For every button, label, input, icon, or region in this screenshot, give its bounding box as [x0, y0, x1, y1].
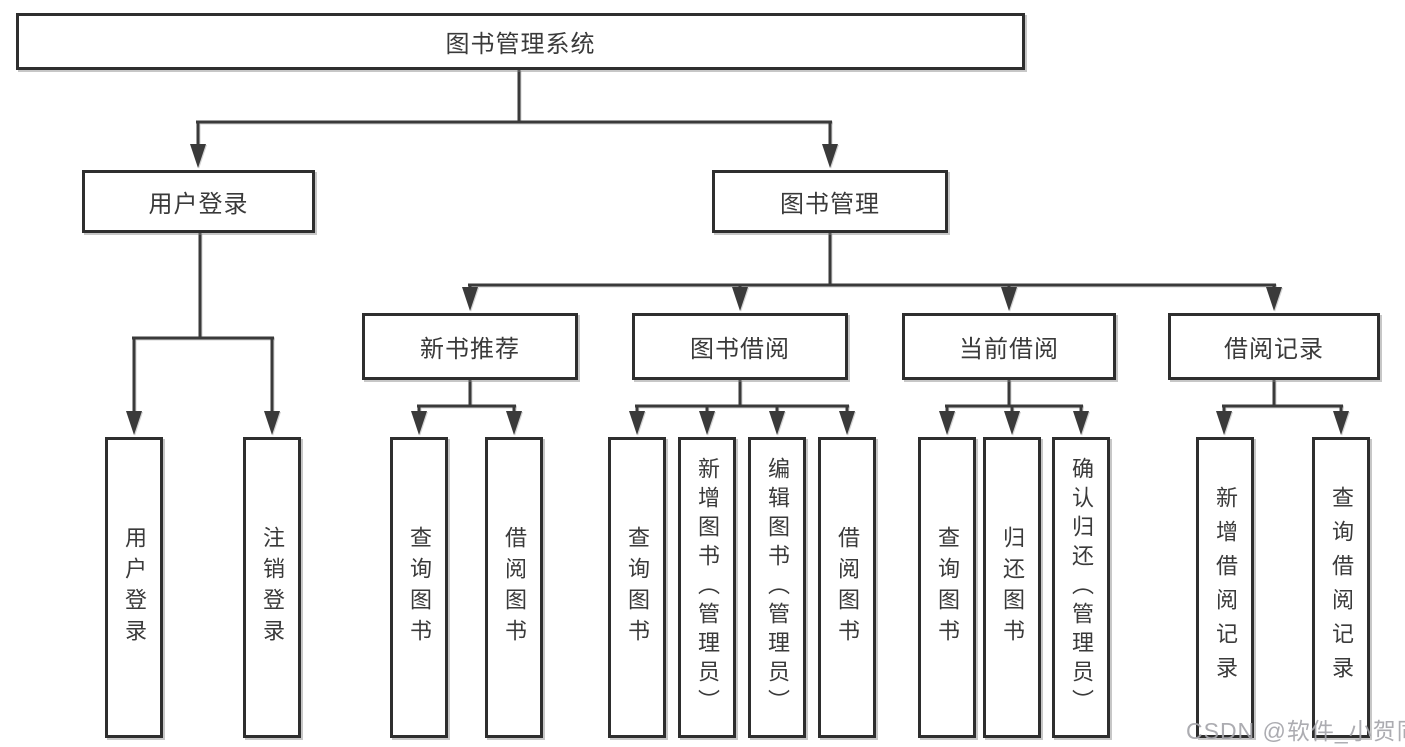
- node-label: 查询图书: [625, 525, 650, 650]
- node-book-management: 图书管理: [712, 170, 948, 233]
- node-user-login: 用户登录: [82, 170, 315, 233]
- connector-book-management-level3: [462, 233, 1282, 311]
- node-new-book-recommend: 新书推荐: [362, 313, 578, 380]
- node-label: 查询图书: [935, 525, 960, 650]
- node-query-book-2: 查询图书: [608, 437, 666, 738]
- node-label: 借阅图书: [835, 525, 860, 650]
- node-label: 新增借阅记录: [1213, 485, 1238, 690]
- node-label: 编辑图书（管理员）: [765, 457, 790, 718]
- node-query-book-1: 查询图书: [390, 437, 448, 738]
- node-label: 确认归还（管理员）: [1069, 457, 1094, 718]
- node-label: 注销登录: [260, 525, 285, 650]
- node-logout: 注销登录: [243, 437, 301, 738]
- node-current-borrow: 当前借阅: [902, 313, 1116, 380]
- connector-book-borrow-children: [629, 380, 855, 435]
- node-label: 查询图书: [407, 525, 432, 650]
- watermark: CSDN @软件_小贺同学: [1186, 718, 1405, 744]
- node-borrow-book-1: 借阅图书: [485, 437, 543, 738]
- node-label: 新增图书（管理员）: [695, 457, 720, 718]
- node-edit-book-admin: 编辑图书（管理员）: [748, 437, 806, 738]
- node-confirm-return-admin: 确认归还（管理员）: [1052, 437, 1110, 738]
- node-add-book-admin: 新增图书（管理员）: [678, 437, 736, 738]
- node-book-borrow: 图书借阅: [632, 313, 848, 380]
- node-add-borrow-record: 新增借阅记录: [1196, 437, 1254, 738]
- node-label: 借阅图书: [502, 525, 527, 650]
- node-label: 查询借阅记录: [1329, 485, 1354, 690]
- node-user-login-action: 用户登录: [105, 437, 163, 738]
- connector-borrow-records-children: [1216, 380, 1349, 435]
- node-root: 图书管理系统: [16, 13, 1025, 70]
- connector-current-borrow-children: [939, 380, 1089, 435]
- node-label: 归还图书: [1000, 525, 1025, 650]
- connector-root-to-level2: [190, 70, 838, 168]
- node-query-book-3: 查询图书: [918, 437, 976, 738]
- node-label: 用户登录: [122, 525, 147, 650]
- node-borrow-records: 借阅记录: [1168, 313, 1380, 380]
- connector-user-login-children: [126, 233, 280, 435]
- node-query-borrow-record: 查询借阅记录: [1312, 437, 1370, 738]
- node-return-book: 归还图书: [983, 437, 1041, 738]
- connector-new-book-recommend-children: [411, 380, 522, 435]
- node-borrow-book-2: 借阅图书: [818, 437, 876, 738]
